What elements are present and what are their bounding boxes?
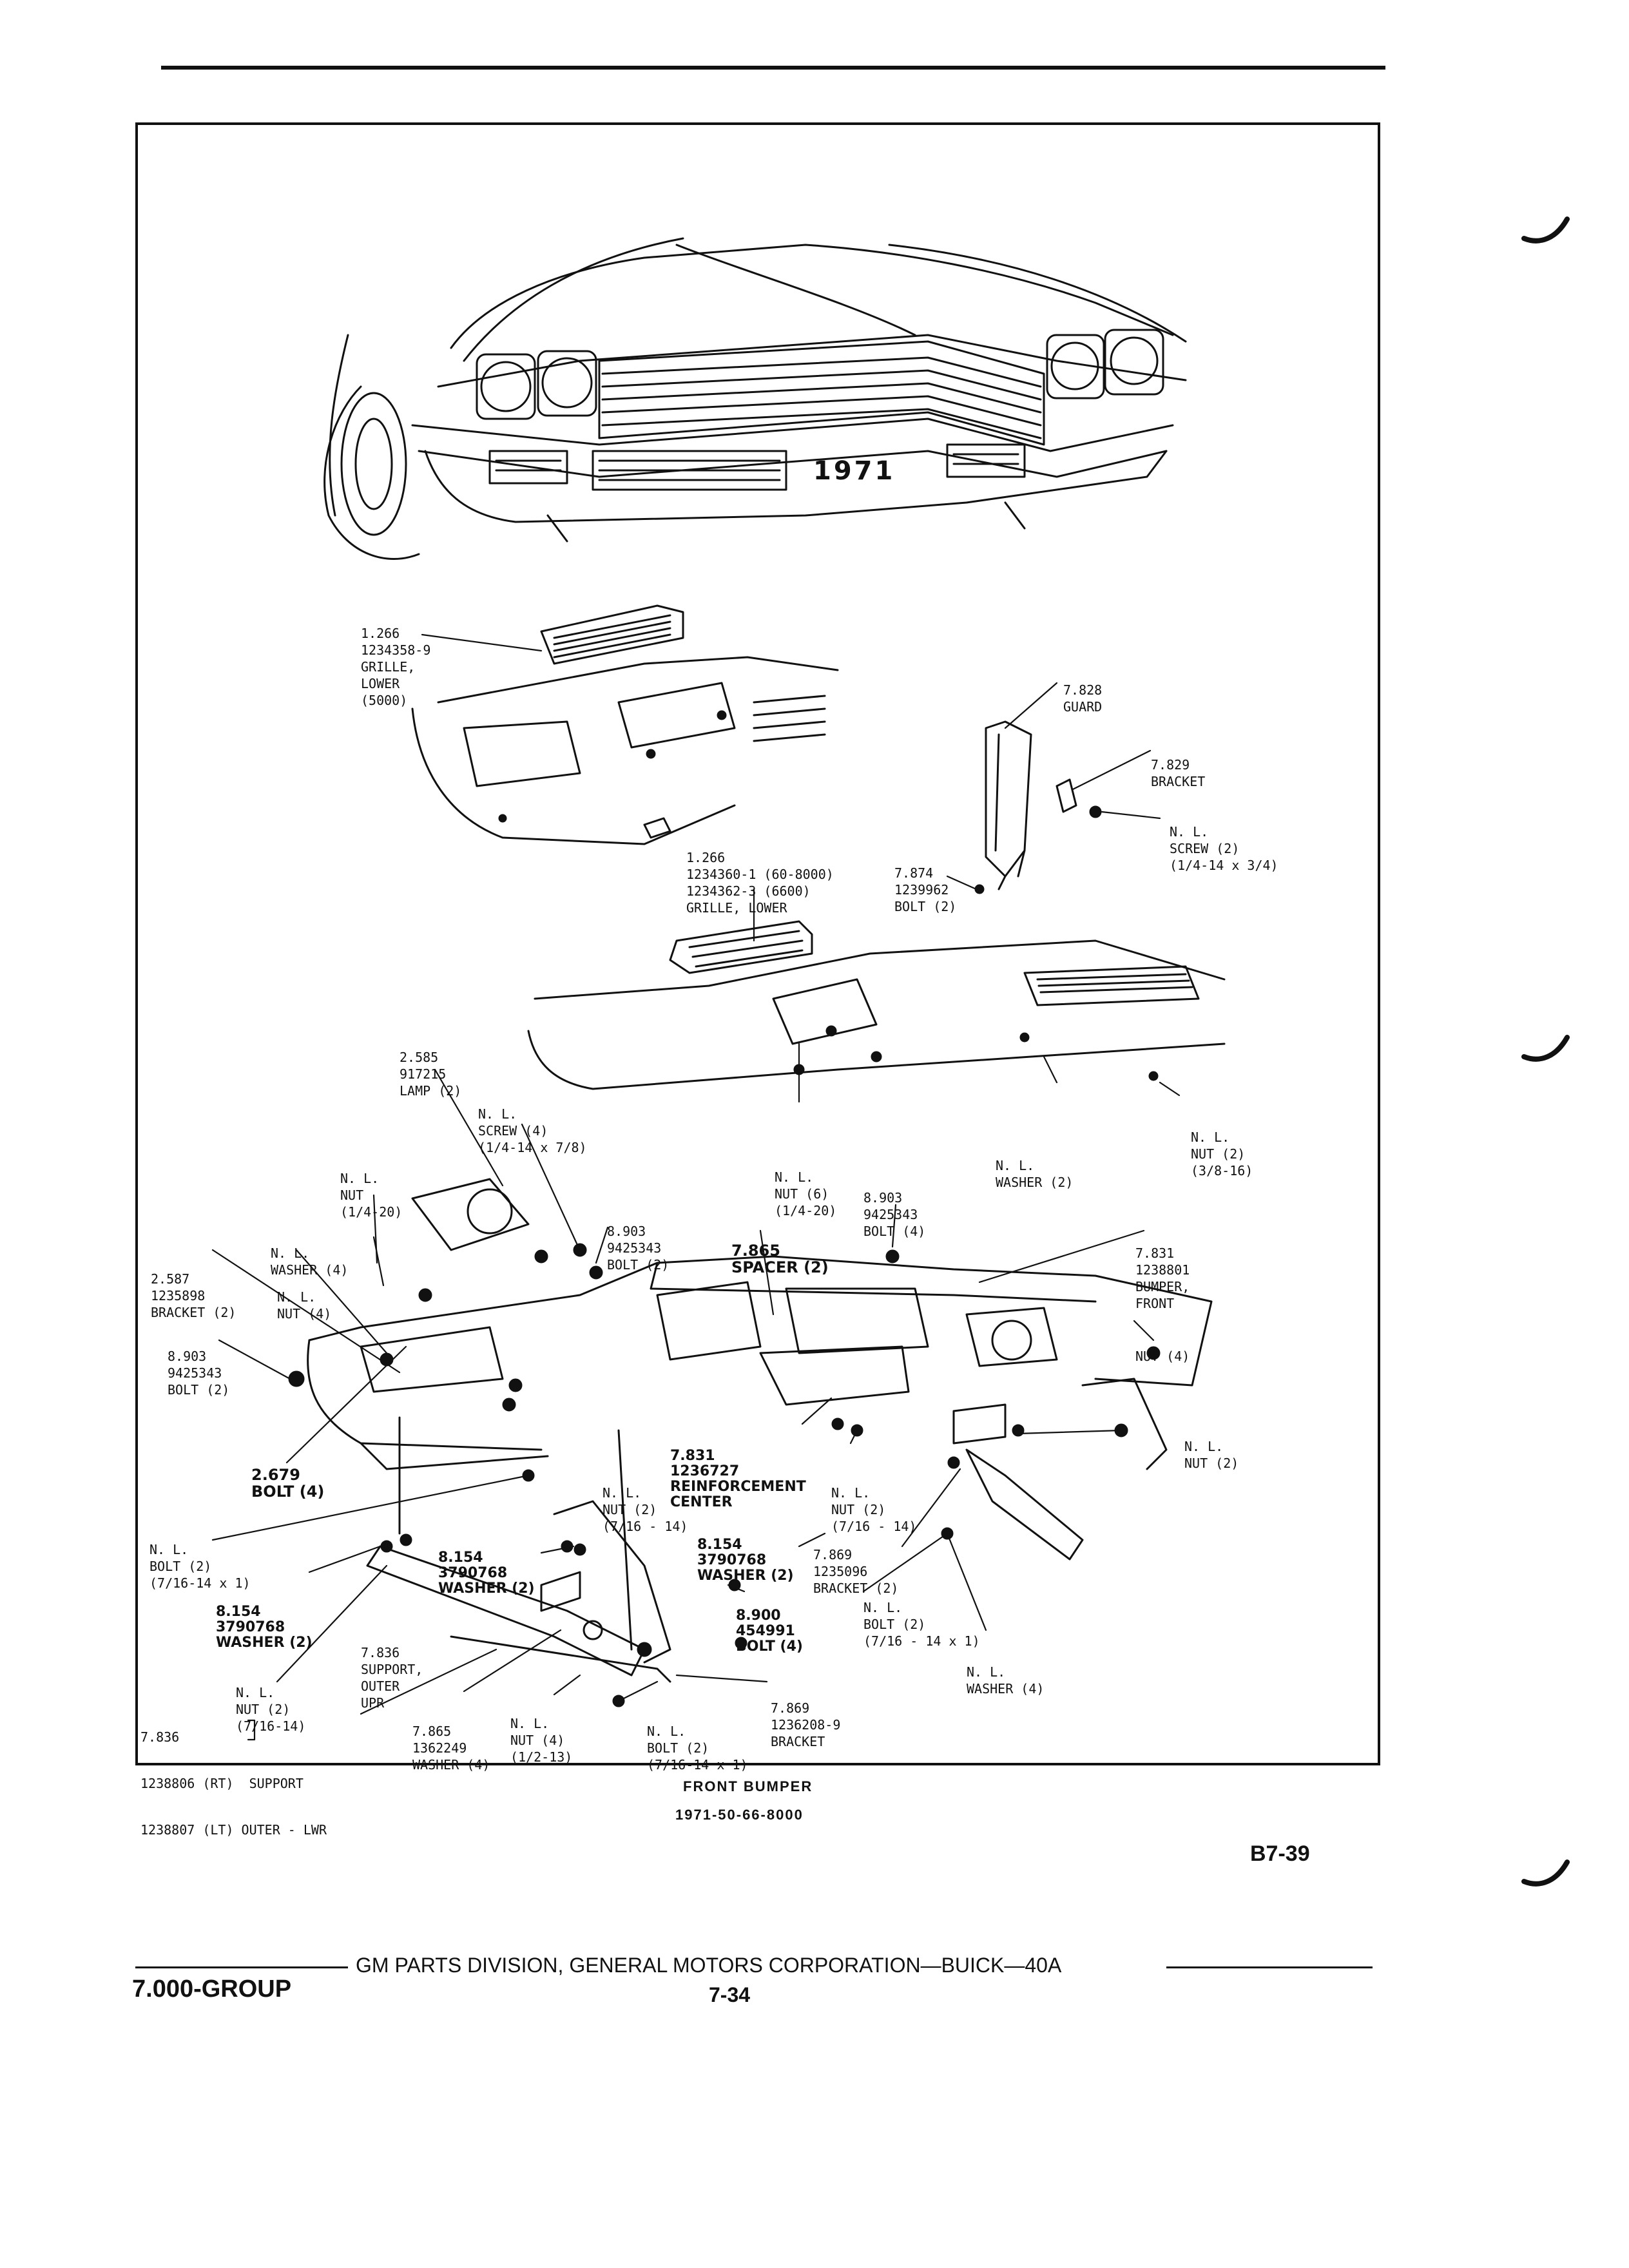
guard-illustration xyxy=(974,720,1102,894)
callout-nut-716-a: N. L.NUT (2)(7/16 - 14) xyxy=(602,1485,688,1534)
callout-support-lwr: 7.836 1238806 (RT) SUPPORT 1238807 (LT) … xyxy=(140,1729,327,1838)
callout-nut-2-far: N. L.NUT (2) xyxy=(1184,1439,1239,1471)
leader-lines xyxy=(211,633,1181,1741)
footer-rule-left xyxy=(135,1966,348,1968)
diagram-subtitle: 1971-50-66-8000 xyxy=(675,1807,804,1823)
callout-screw-guard: N. L.SCREW (2)(1/4-14 x 3/4) xyxy=(1170,824,1278,873)
callout-bolt-716-left: N. L.BOLT (2)(7/16-14 x 1) xyxy=(149,1542,251,1591)
car-front-illustration xyxy=(323,237,1187,560)
diagram-frame xyxy=(135,122,1380,1765)
bumper-assembly-illustration xyxy=(288,1178,1213,1707)
footer-page-number: 7-34 xyxy=(709,1983,751,2006)
group-label: 7.000-GROUP xyxy=(132,1975,292,2003)
callout-nut-38: N. L.NUT (2)(3/8-16) xyxy=(1191,1129,1253,1178)
license-plate-text: 1971 xyxy=(813,456,896,486)
callout-nut-716-left: N. L.NUT (2)(7/16-14) xyxy=(236,1685,306,1734)
callout-washer-2-right: N. L.WASHER (2) xyxy=(996,1158,1074,1190)
callout-screw-lamp: N. L.SCREW (4)(1/4-14 x 7/8) xyxy=(478,1106,587,1155)
callout-nut-lamp: N. L.NUT(1/4-20) xyxy=(340,1171,403,1220)
top-rule xyxy=(161,66,1385,70)
callout-bolt-716-bottom: N. L.BOLT (2)(7/16-14 x 1) xyxy=(647,1724,748,1773)
grille-lower-illustration xyxy=(527,920,1226,1090)
callout-nut-4-right: NUT (4) xyxy=(1135,1349,1190,1364)
binding-mark xyxy=(1521,1035,1570,1062)
callout-washer-4-left: N. L.WASHER (4) xyxy=(271,1245,349,1278)
callout-washer-4-right: N. L.WASHER (4) xyxy=(967,1664,1045,1696)
callout-nut-6: N. L.NUT (6)(1/4-20) xyxy=(775,1169,837,1218)
binding-mark xyxy=(1521,216,1570,244)
footer-rule-right xyxy=(1166,1966,1373,1968)
binding-mark xyxy=(1521,1860,1570,1887)
footer-division: GM PARTS DIVISION, GENERAL MOTORS CORPOR… xyxy=(356,1954,1062,1977)
grille-5000-illustration xyxy=(411,604,839,845)
page-code: B7-39 xyxy=(1250,1841,1310,1866)
callout-bolt-716-right: N. L.BOLT (2)(7/16 - 14 x 1) xyxy=(863,1600,980,1649)
callout-nut-716-b: N. L.NUT (2)(7/16 - 14) xyxy=(831,1485,917,1534)
callout-nut-12: N. L.NUT (4)(1/2-13) xyxy=(510,1716,573,1765)
callout-nut-4-left: N. L.NUT (4) xyxy=(277,1289,332,1321)
diagram-title: FRONT BUMPER xyxy=(683,1778,813,1794)
